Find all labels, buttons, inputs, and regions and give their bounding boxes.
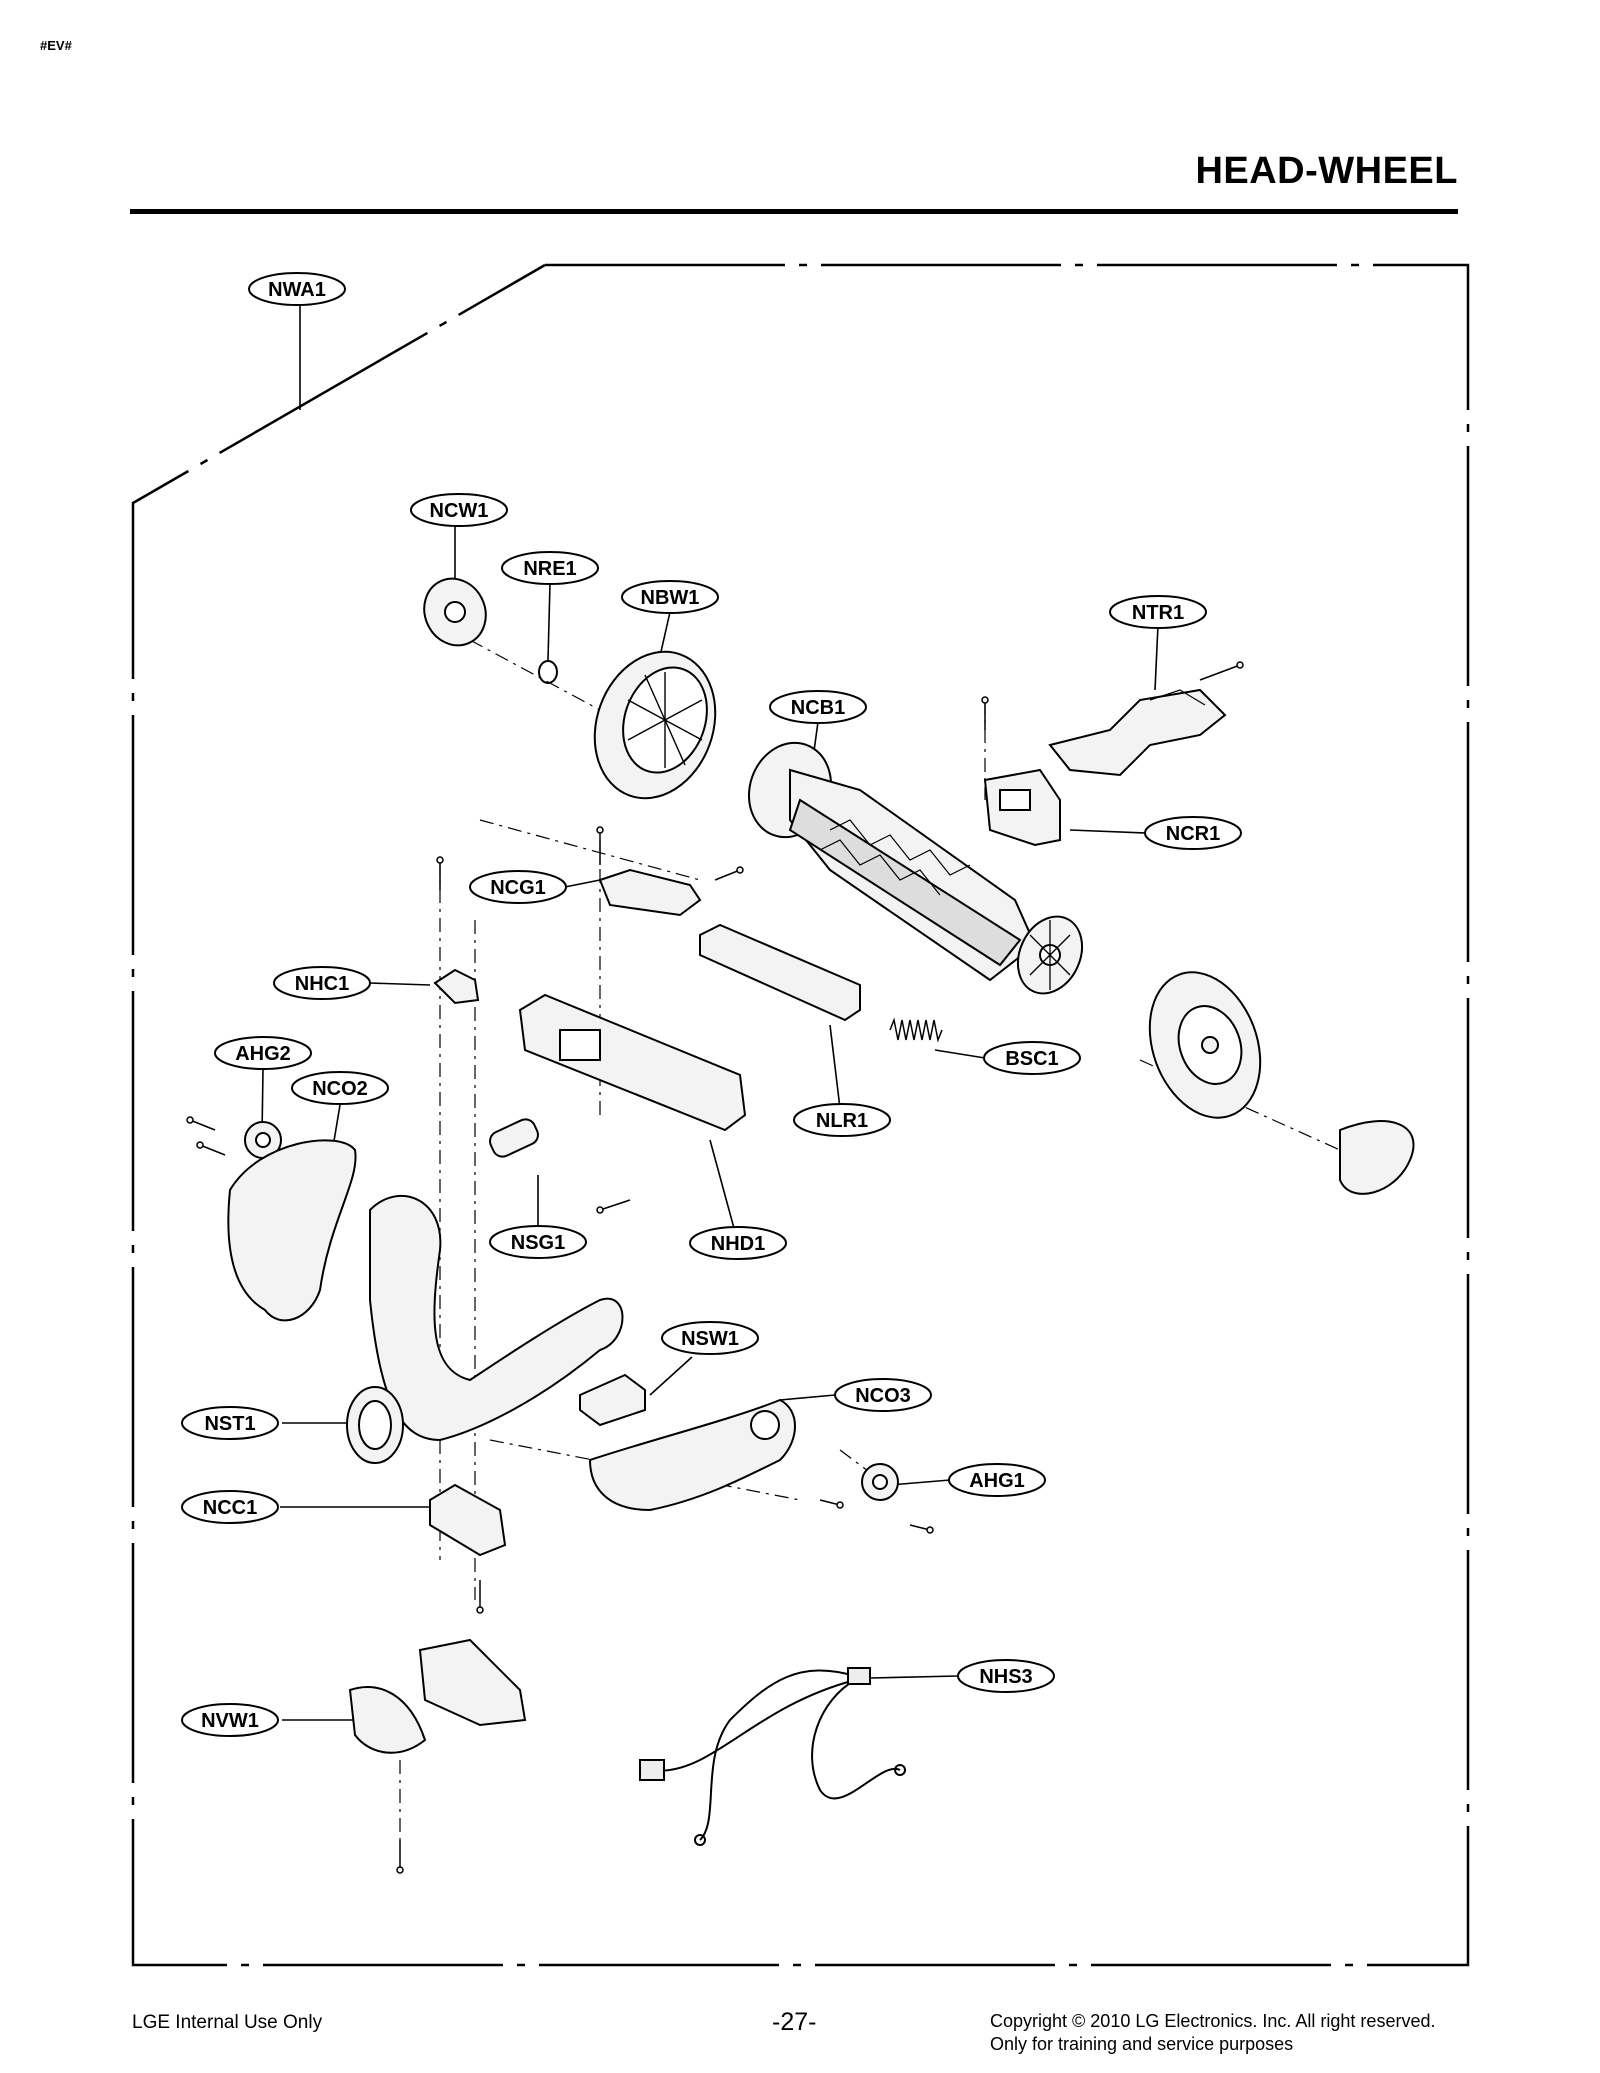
page-title: HEAD-WHEEL <box>1195 150 1458 192</box>
pin-nsg1 <box>489 1118 539 1158</box>
cap-ncw1 <box>423 577 487 647</box>
footer-copyright: Copyright © 2010 LG Electronics. Inc. Al… <box>990 2011 1436 2031</box>
callout-nvw1-text: NVW1 <box>201 1710 259 1732</box>
callout-ncg1-text: NCG1 <box>490 877 546 899</box>
callout-nlr1: NLR1 <box>793 1103 891 1137</box>
clamp-ncc1 <box>429 1483 507 1557</box>
callout-nsw1: NSW1 <box>661 1321 759 1355</box>
callout-bsc1: BSC1 <box>983 1041 1081 1075</box>
bracket-ncr1 <box>983 768 1061 847</box>
callout-nwa1: NWA1 <box>248 272 346 306</box>
callout-ncw1-text: NCW1 <box>430 500 489 522</box>
callout-nhs3: NHS3 <box>957 1659 1055 1693</box>
title-rule <box>130 209 1458 214</box>
holder-nhd1 <box>518 993 747 1132</box>
callout-nco3: NCO3 <box>834 1378 932 1412</box>
leader-lines <box>261 305 1159 1721</box>
callout-ncr1-text: NCR1 <box>1166 823 1220 845</box>
callout-nhd1-text: NHD1 <box>711 1233 765 1255</box>
ring-nre1 <box>538 660 558 684</box>
callout-nhc1-text: NHC1 <box>295 973 349 995</box>
callout-nbw1: NBW1 <box>621 580 719 614</box>
callout-labels: NWA1 NCW1 NRE1 NBW1 NTR1 NCB1 NCR1 NCG1 … <box>181 272 1242 1737</box>
callout-ahg1-text: AHG1 <box>969 1470 1025 1492</box>
callout-nco2: NCO2 <box>291 1071 389 1105</box>
assembly-frame <box>131 263 1470 1967</box>
callout-nvw1: NVW1 <box>181 1703 279 1737</box>
callout-ncg1: NCG1 <box>469 870 567 904</box>
callout-nsw1-text: NSW1 <box>681 1328 739 1350</box>
callout-ncb1-text: NCB1 <box>791 697 845 719</box>
gear-ahg2 <box>244 1121 282 1159</box>
parts <box>186 577 1415 1874</box>
callout-nlr1-text: NLR1 <box>816 1110 868 1132</box>
callout-ncc1: NCC1 <box>181 1490 279 1524</box>
callout-nhc1: NHC1 <box>273 966 371 1000</box>
screws <box>186 661 1244 1874</box>
footer-copyright-block: Copyright © 2010 LG Electronics. Inc. Al… <box>990 2010 1435 2056</box>
switch-nsw1 <box>579 1373 646 1427</box>
callout-nco2-text: NCO2 <box>312 1078 368 1100</box>
guide-ncg1 <box>598 868 702 917</box>
callout-ahg2: AHG2 <box>214 1036 312 1070</box>
footer-internal-use: LGE Internal Use Only <box>132 2012 323 2033</box>
axle-ncb1 <box>747 741 1037 982</box>
wheel-nbw1 <box>593 650 717 800</box>
spring-bsc1 <box>889 1017 943 1043</box>
cover-nvw1 <box>348 1638 527 1754</box>
cover-nco3 <box>588 1398 796 1512</box>
plug-cap <box>1339 1120 1415 1195</box>
callout-ncr1: NCR1 <box>1144 816 1242 850</box>
wheel-large <box>1148 971 1262 1119</box>
callout-nco3-text: NCO3 <box>855 1385 911 1407</box>
document-tag: #EV# <box>40 38 72 53</box>
callout-ahg1: AHG1 <box>948 1463 1046 1497</box>
callout-nhs3-text: NHS3 <box>979 1666 1032 1688</box>
callout-nst1-text: NST1 <box>204 1413 255 1435</box>
callout-nbw1-text: NBW1 <box>641 587 700 609</box>
harness-nhs3 <box>639 1667 906 1846</box>
cover-nco2 <box>227 1139 624 1442</box>
callout-ntr1-text: NTR1 <box>1132 602 1184 624</box>
lever-ntr1 <box>1048 688 1227 777</box>
callout-ntr1: NTR1 <box>1109 595 1207 629</box>
cap-nhc1 <box>433 968 480 1005</box>
callout-ahg2-text: AHG2 <box>235 1043 291 1065</box>
callout-bsc1-text: BSC1 <box>1005 1048 1058 1070</box>
callout-nst1: NST1 <box>181 1406 279 1440</box>
gear-ahg1 <box>861 1463 899 1501</box>
callout-nre1-text: NRE1 <box>523 558 576 580</box>
callout-nwa1-text: NWA1 <box>268 279 326 301</box>
wheel-small <box>1016 915 1084 995</box>
callout-ncb1: NCB1 <box>769 690 867 724</box>
callout-ncc1-text: NCC1 <box>203 1497 257 1519</box>
callout-nsg1: NSG1 <box>489 1225 587 1259</box>
footer-purpose: Only for training and service purposes <box>990 2034 1294 2054</box>
page-number: -27- <box>772 2008 817 2036</box>
callout-nhd1: NHD1 <box>689 1226 787 1260</box>
ring-nst1 <box>346 1386 404 1464</box>
callout-ncw1: NCW1 <box>410 493 508 527</box>
callout-nsg1-text: NSG1 <box>511 1232 565 1254</box>
callout-nre1: NRE1 <box>501 551 599 585</box>
rail-nlr1 <box>699 923 861 1022</box>
